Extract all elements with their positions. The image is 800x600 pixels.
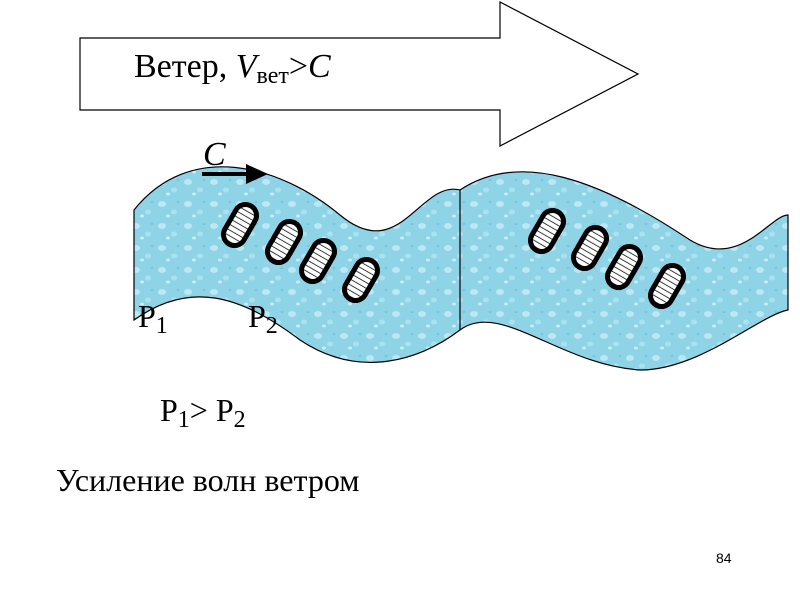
- relation-right-symbol: P: [215, 392, 234, 428]
- speed-arrow-head: [246, 164, 268, 184]
- pressure-relation: P1> P2: [160, 392, 246, 434]
- water-wave: [133, 166, 789, 371]
- wind-arrow: [79, 1, 640, 147]
- pressure-label-p1: P1: [138, 298, 168, 340]
- slide-caption: Усиление волн ветром: [56, 462, 360, 498]
- relation-operator: >: [189, 392, 216, 428]
- eddy: [299, 237, 337, 285]
- wind-label: Ветер, Vвет>C: [134, 48, 331, 90]
- p1-index: 1: [155, 313, 168, 339]
- wind-label-prefix: Ветер,: [134, 48, 236, 85]
- wind-c-symbol: C: [308, 48, 331, 85]
- eddy: [221, 201, 259, 249]
- eddy: [342, 256, 380, 304]
- eddy: [648, 262, 686, 310]
- pressure-label-p2: P2: [248, 298, 278, 340]
- p2-symbol: P: [248, 298, 266, 334]
- eddy: [265, 218, 303, 266]
- wave-speed-label: C: [203, 136, 226, 173]
- eddy: [528, 207, 566, 255]
- p1-symbol: P: [138, 298, 156, 334]
- relation-right-index: 2: [233, 407, 246, 433]
- wind-velocity-symbol: V: [235, 48, 257, 85]
- eddy: [571, 224, 609, 272]
- wind-velocity-subscript: вет: [256, 63, 289, 89]
- p2-index: 2: [265, 313, 278, 339]
- slide-number: 84: [716, 550, 732, 566]
- wind-relation: >: [288, 48, 309, 85]
- eddy: [605, 243, 643, 291]
- relation-left-symbol: P: [160, 392, 178, 428]
- relation-left-index: 1: [177, 407, 190, 433]
